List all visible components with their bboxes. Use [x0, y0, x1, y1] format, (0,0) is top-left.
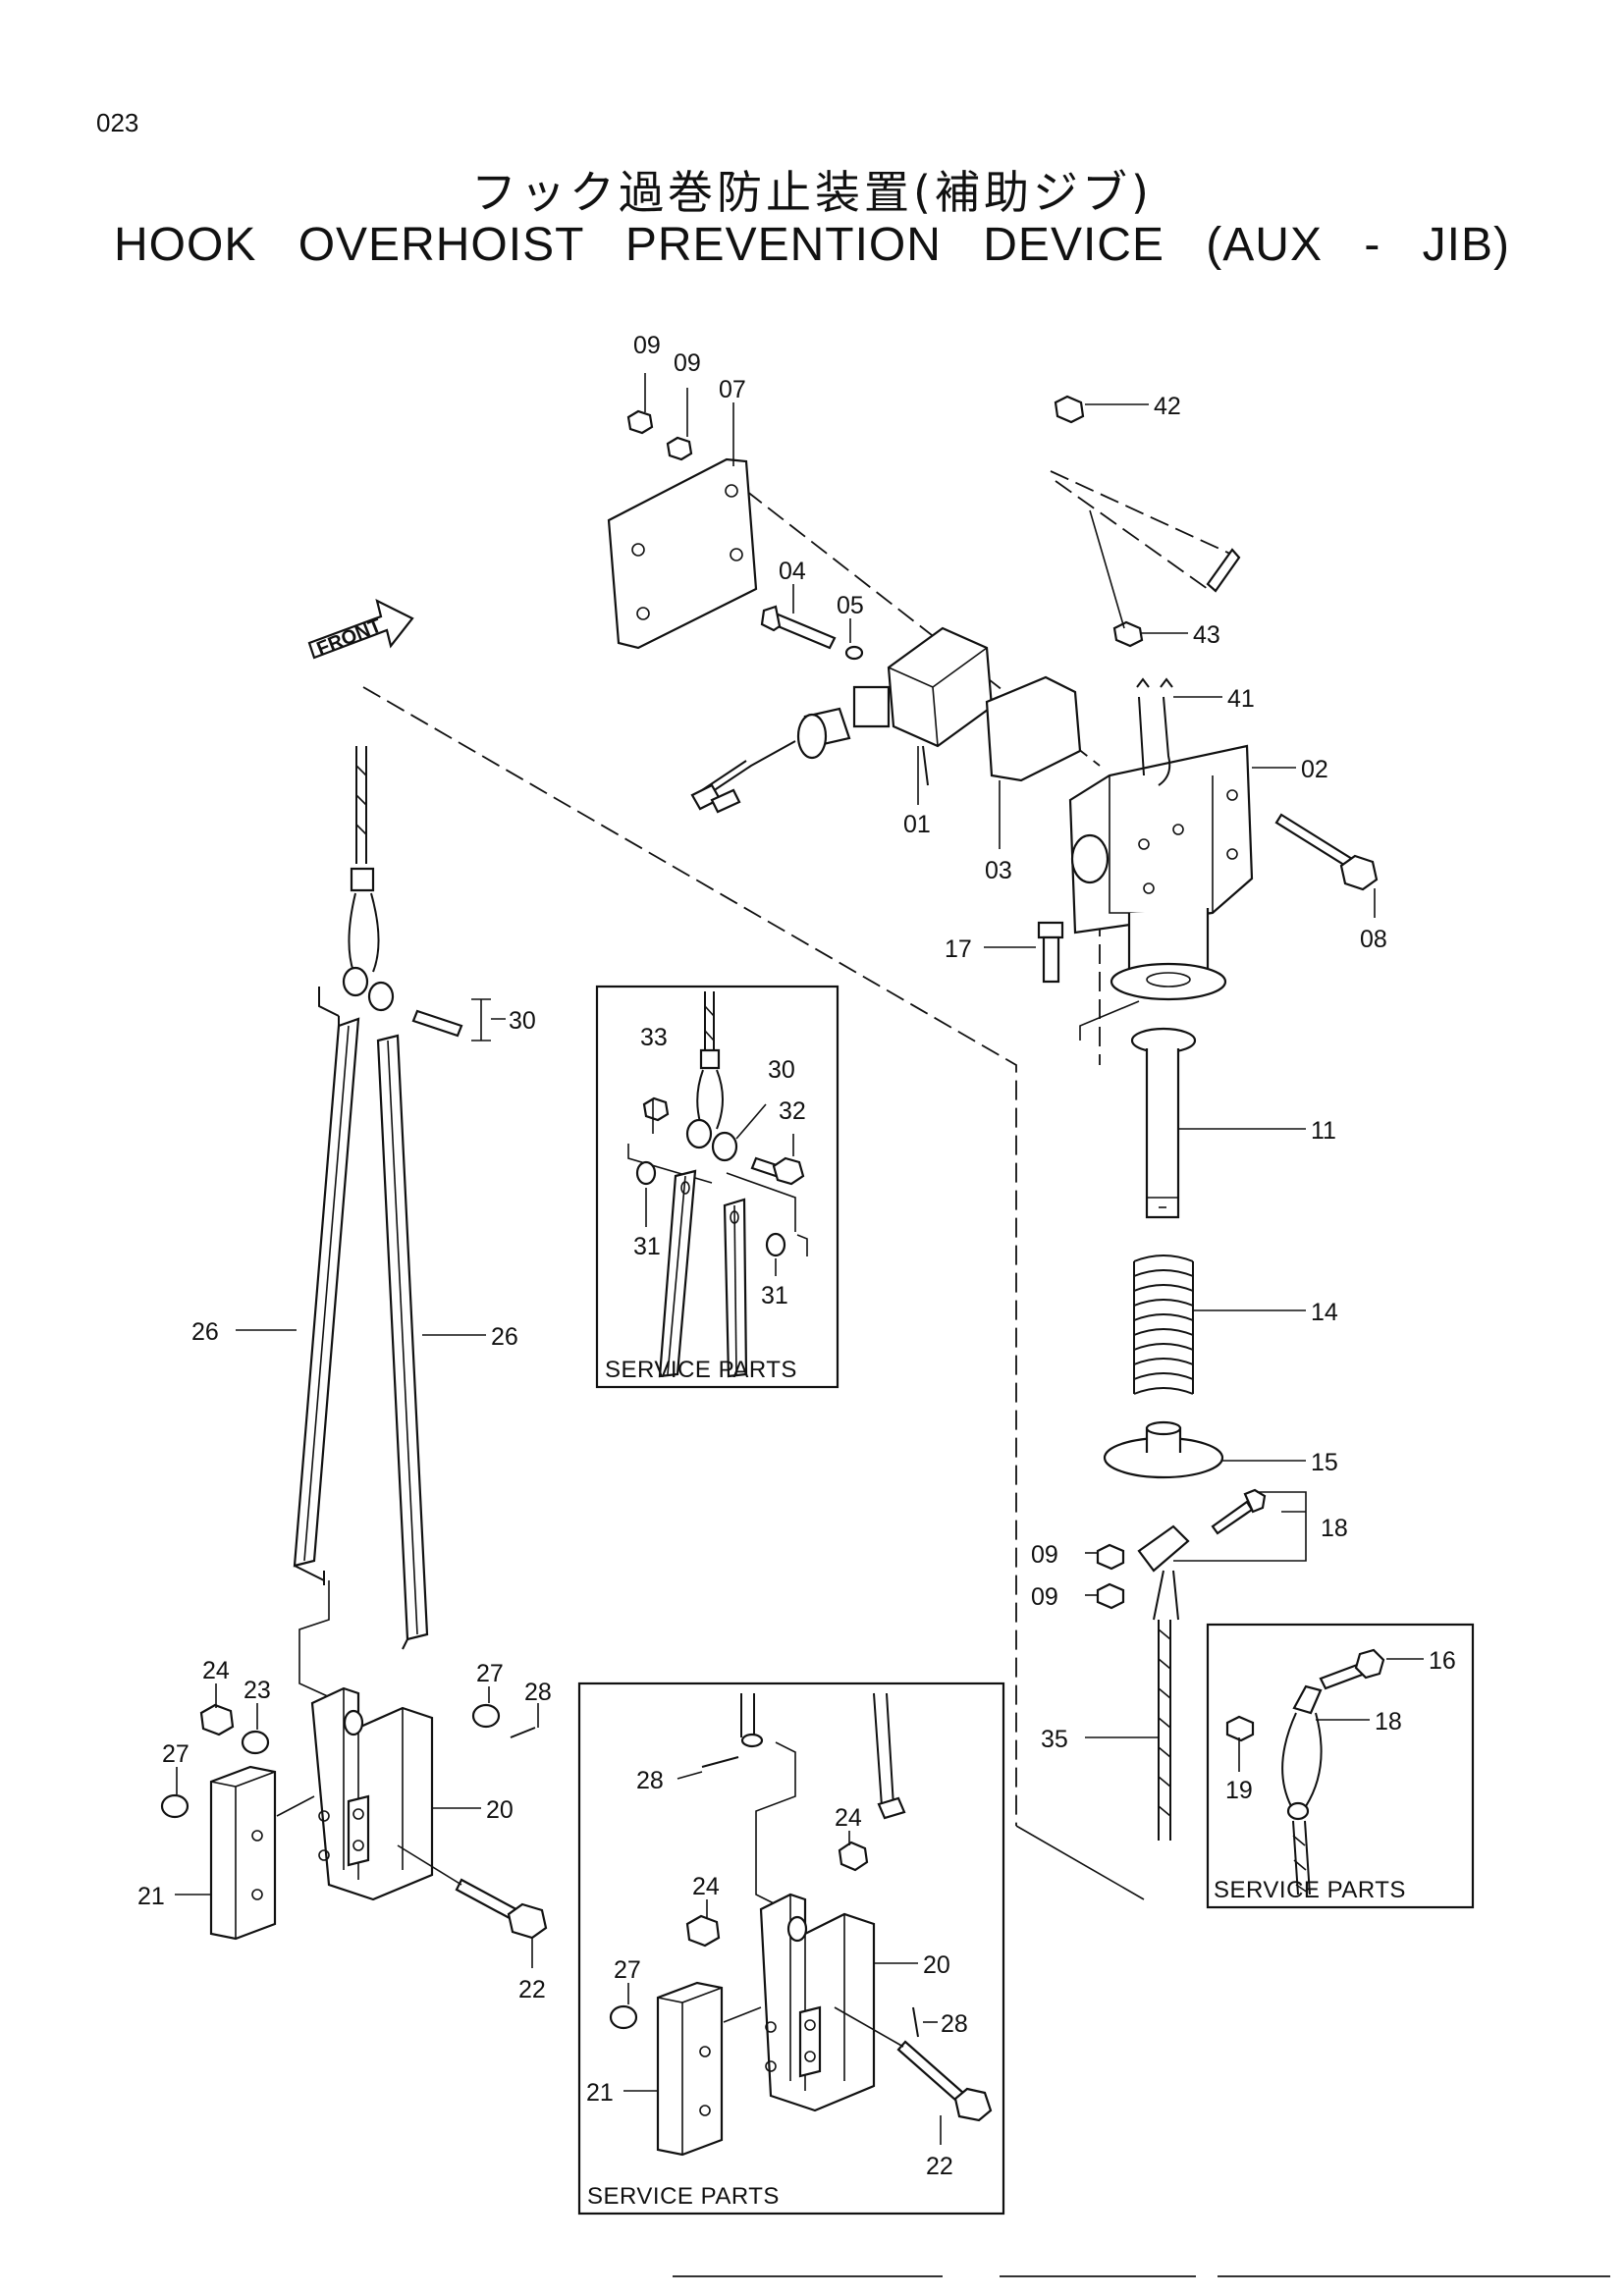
- mounting-plate-07: [607, 409, 758, 650]
- part-label: 11: [1311, 1117, 1336, 1145]
- part-label: 28: [636, 1767, 664, 1794]
- part-label: 24: [202, 1657, 230, 1684]
- footer-rule-2: [1000, 2275, 1196, 2277]
- spring-seat-15: [1103, 1420, 1224, 1479]
- part-label: 24: [692, 1873, 720, 1900]
- part-label: 30: [768, 1056, 795, 1084]
- front-direction-arrow: FRONT: [307, 598, 414, 661]
- part-label: 41: [1227, 685, 1255, 713]
- part-label: 18: [1375, 1708, 1402, 1735]
- part-label: 20: [486, 1796, 514, 1824]
- title-japanese: フック過巻防止装置(補助ジブ): [471, 166, 1153, 219]
- part-label: 24: [835, 1804, 862, 1832]
- part-label: 03: [985, 857, 1012, 884]
- service-parts-label-3: SERVICE PARTS: [1214, 1877, 1406, 1903]
- part-label: 19: [1225, 1777, 1253, 1804]
- part-label: 04: [779, 558, 806, 585]
- service-parts-label-2: SERVICE PARTS: [587, 2183, 780, 2210]
- part-label: 17: [945, 935, 972, 963]
- bolt-17: [1037, 921, 1064, 984]
- left-clamp-assembly: [160, 1686, 548, 1941]
- spring-14: [1133, 1255, 1194, 1395]
- part-label: 31: [761, 1282, 788, 1309]
- footer-rule-3: [1218, 2275, 1610, 2277]
- title-english: HOOK OVERHOIST PREVENTION DEVICE (AUX - …: [114, 219, 1510, 271]
- part-label: 05: [837, 592, 864, 619]
- part-label: 28: [941, 2010, 968, 2038]
- part-label: 32: [779, 1097, 806, 1125]
- part-label: 27: [476, 1660, 504, 1687]
- part-label: 27: [614, 1956, 641, 1984]
- service-parts-label-1: SERVICE PARTS: [605, 1357, 797, 1383]
- part-label: 02: [1301, 756, 1328, 783]
- part-number-labels: 09 09 07 42 04 05 43 41 02 01 03 08 17 3…: [137, 332, 1456, 2180]
- bracket-02: [1068, 677, 1379, 1001]
- part-label: 07: [719, 376, 746, 403]
- part-label: 18: [1321, 1515, 1348, 1542]
- part-label: 21: [586, 2079, 614, 2107]
- part-label: 09: [633, 332, 661, 359]
- part-label: 21: [137, 1883, 165, 1910]
- part-label: 09: [1031, 1583, 1058, 1611]
- part-label: 26: [491, 1323, 518, 1351]
- wire-rope-35: [1158, 1620, 1171, 1841]
- footer-rule-1: [673, 2275, 943, 2277]
- part-label: 16: [1429, 1647, 1456, 1675]
- rod-11: [1130, 1027, 1197, 1219]
- leader-lines: [175, 373, 1424, 2145]
- part-label: 26: [191, 1318, 219, 1346]
- part-label: 14: [1311, 1299, 1338, 1326]
- part-label: 42: [1154, 393, 1181, 420]
- part-label: 22: [926, 2153, 953, 2180]
- switch-cover: [1050, 395, 1241, 648]
- service-parts-box-3: SERVICE PARTS: [1206, 1623, 1475, 1909]
- part-label: 22: [518, 1976, 546, 2003]
- service-parts-box-1: SERVICE PARTS: [595, 985, 839, 1389]
- part-label: 31: [633, 1233, 661, 1260]
- left-wire-and-arms-26: [293, 746, 463, 1709]
- part-label: 23: [244, 1677, 271, 1704]
- limit-switch-01: [690, 605, 1082, 814]
- part-label: 20: [923, 1951, 950, 1979]
- part-label: 08: [1360, 926, 1387, 953]
- part-label: 09: [674, 349, 701, 377]
- clevis-18: [1096, 1488, 1267, 1621]
- part-label: 09: [1031, 1541, 1058, 1569]
- part-label: 30: [509, 1007, 536, 1035]
- part-label: 43: [1193, 621, 1220, 649]
- service-parts-box-2: SERVICE PARTS: [577, 1682, 1005, 2216]
- part-label: 15: [1311, 1449, 1338, 1476]
- part-label: 28: [524, 1679, 552, 1706]
- page-number: 023: [96, 108, 139, 137]
- part-label: 35: [1041, 1726, 1068, 1753]
- part-label: 27: [162, 1740, 189, 1768]
- front-arrow-label: FRONT: [314, 614, 385, 660]
- part-label: 33: [640, 1024, 668, 1051]
- part-label: 01: [903, 811, 931, 838]
